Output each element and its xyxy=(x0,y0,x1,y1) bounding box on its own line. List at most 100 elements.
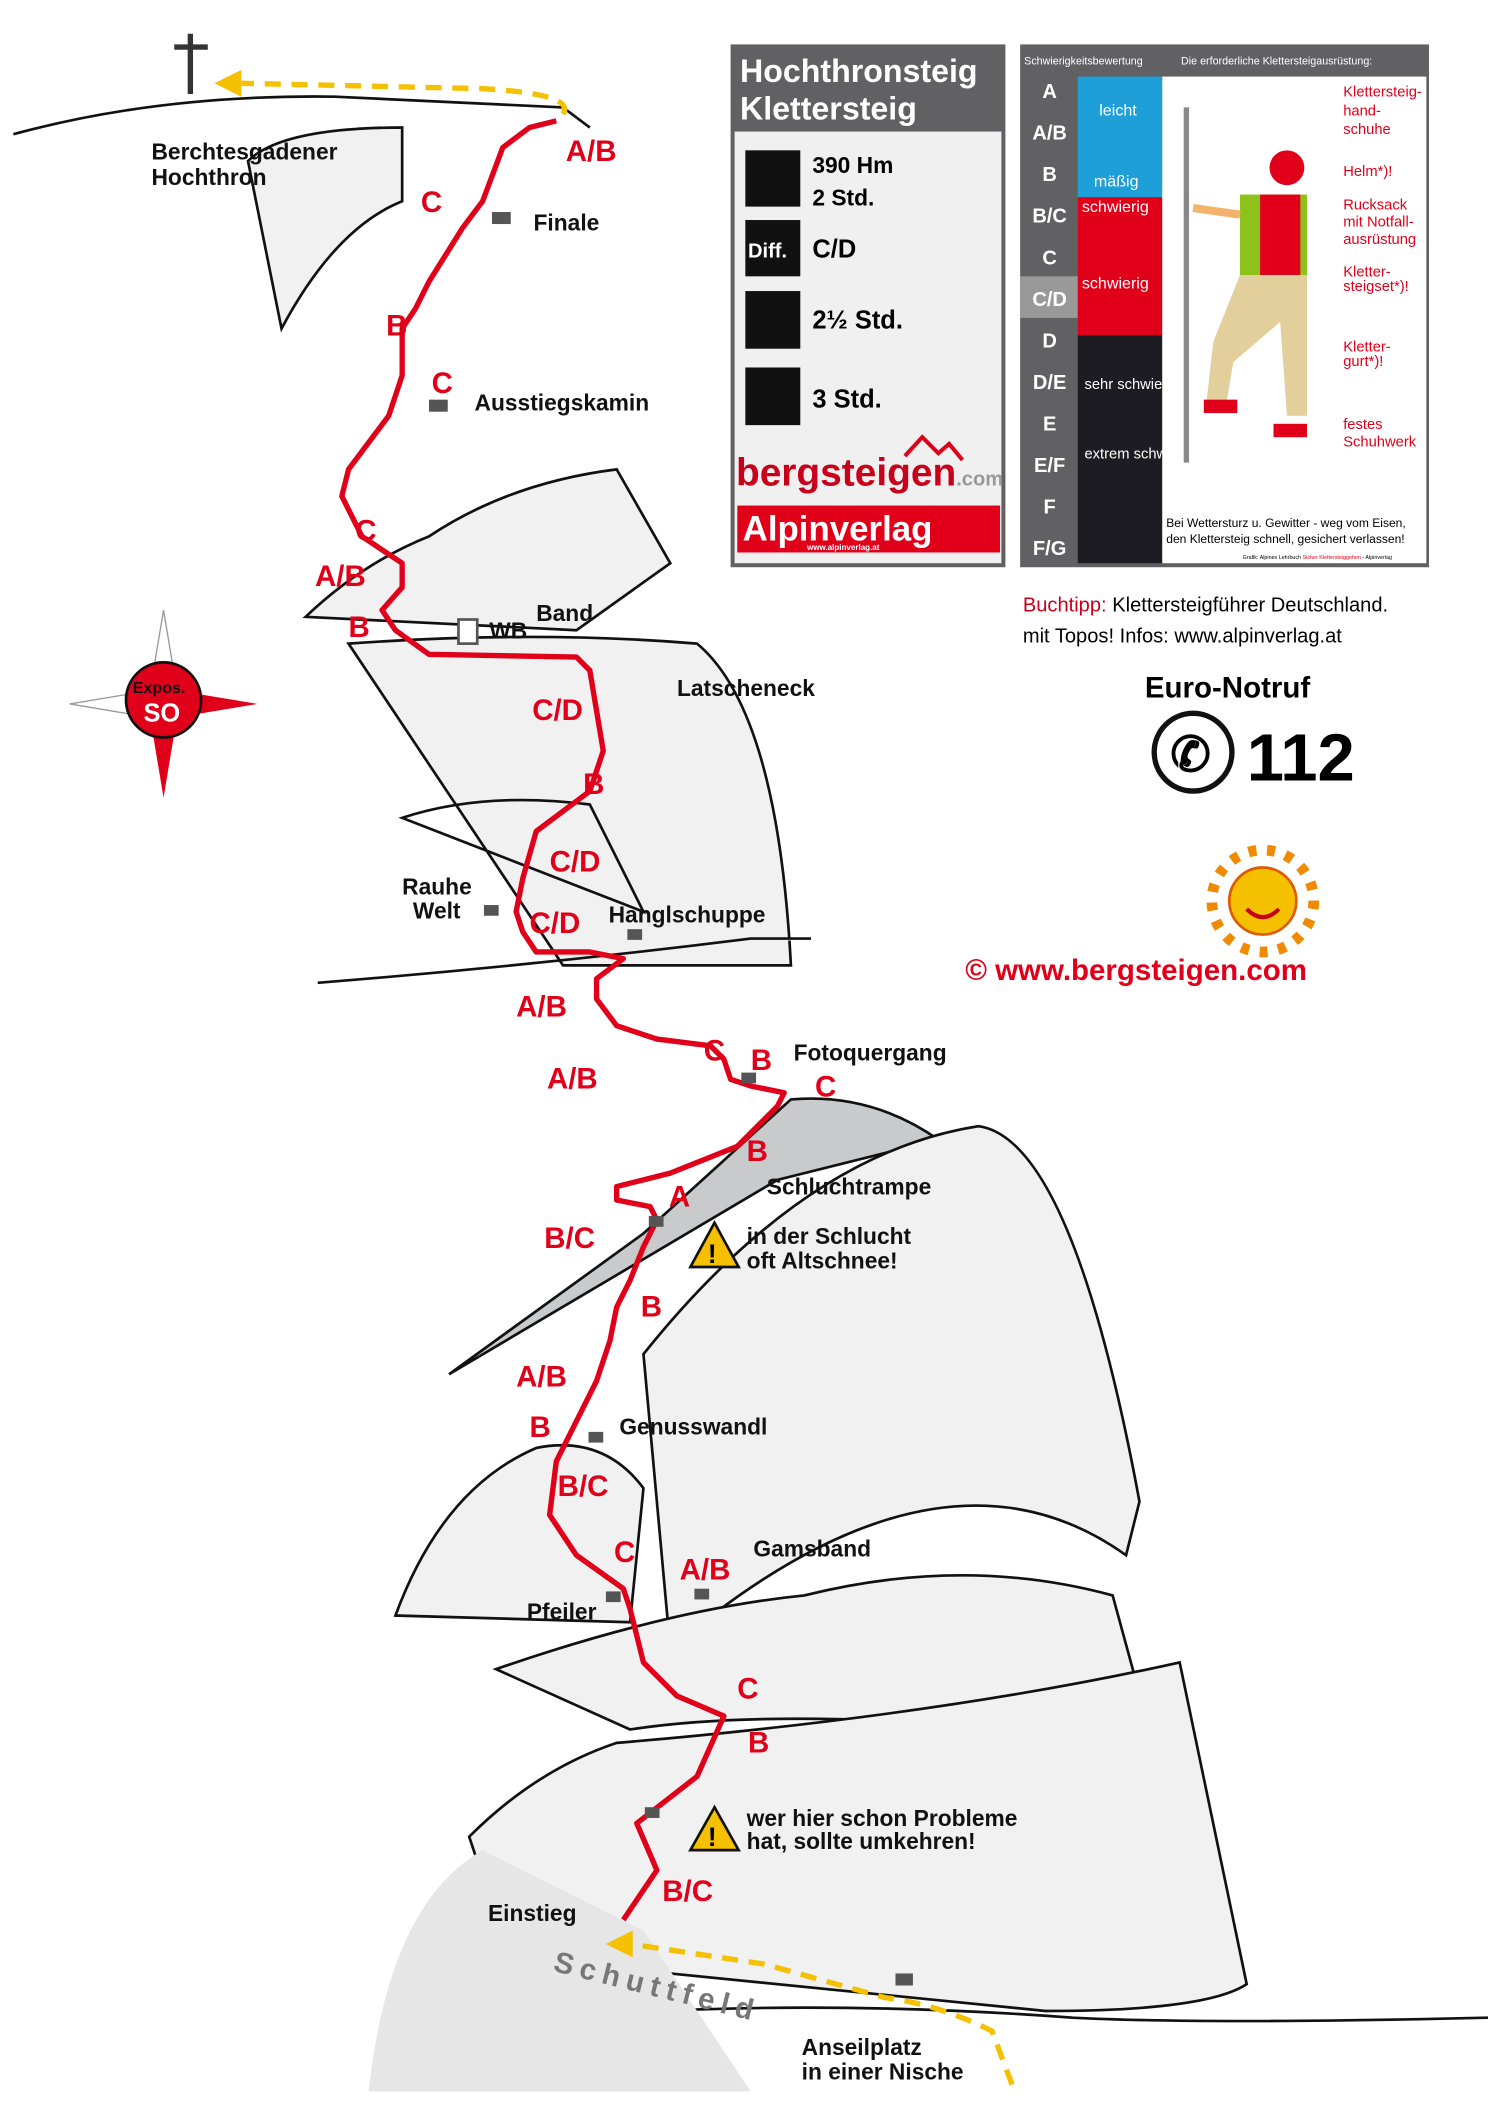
equipment-label: Helm*)! xyxy=(1343,164,1392,180)
level-label: schwierig xyxy=(1082,198,1149,216)
place-label: hat, sollte umkehren! xyxy=(747,1828,976,1854)
difficulty-legend: Schwierigkeitsbewertung Die erforderlich… xyxy=(1020,44,1430,568)
alpinverlag-text: Alpinverlag xyxy=(743,509,933,548)
equipment-label: gurt*)! xyxy=(1343,354,1383,370)
place-label: oft Altschnee! xyxy=(747,1247,898,1273)
sun-icon xyxy=(1206,844,1320,958)
place-label: WB xyxy=(489,617,527,643)
grade-scale-item: A/B xyxy=(1032,123,1067,145)
equipment-label: hand- xyxy=(1343,103,1381,119)
climbing-route xyxy=(339,118,787,1922)
compass-direction: SO xyxy=(143,699,180,727)
grade-label: A/B xyxy=(547,1063,598,1096)
warning-icon: ! xyxy=(688,1219,741,1269)
route-title: Klettersteig xyxy=(740,90,917,126)
grade-label: B/C xyxy=(558,1470,609,1503)
equipment-label: festes xyxy=(1343,417,1382,433)
grade-label: C xyxy=(815,1071,836,1104)
grade-label: A xyxy=(669,1181,690,1214)
ascent-time: 2 Std. xyxy=(812,184,874,210)
place-label: Finale xyxy=(534,210,600,236)
grade-label: A/B xyxy=(680,1553,731,1586)
grade-label: C xyxy=(704,1035,725,1068)
place-label: wer hier schon Probleme xyxy=(746,1805,1018,1831)
approach-path xyxy=(629,1941,1015,2086)
grade-label: B xyxy=(349,611,370,644)
equipment-label: Klettersteig- xyxy=(1343,85,1422,101)
compass-label: Expos. xyxy=(133,679,186,697)
place-label: Hochthron xyxy=(151,164,266,190)
legend-header: Die erforderliche Klettersteigausrüstung… xyxy=(1181,56,1372,68)
grade-label: C xyxy=(614,1536,635,1569)
legend-header: Schwierigkeitsbewertung xyxy=(1024,56,1143,68)
descent-icon xyxy=(745,367,801,426)
grade-label: B xyxy=(751,1044,772,1077)
alpinverlag-url: www.alpinverlag.at xyxy=(806,543,880,552)
difficulty-icon xyxy=(745,220,801,277)
equipment-label: ausrüstung xyxy=(1343,232,1416,248)
grade-label: C/D xyxy=(530,907,581,940)
grade-label: B xyxy=(641,1291,662,1324)
summit-cross-icon xyxy=(174,33,208,95)
grade-label: C xyxy=(421,186,442,219)
svg-text:!: ! xyxy=(708,1239,717,1269)
diff-label: Diff. xyxy=(748,241,787,263)
level-label: schwierig xyxy=(1082,274,1149,292)
place-label: Ausstiegskamin xyxy=(475,389,650,415)
grade-label: B xyxy=(530,1411,551,1444)
difficulty-value: C/D xyxy=(812,236,856,264)
weather-warning: den Klettersteig schnell, gesichert verl… xyxy=(1166,532,1404,546)
equipment-label: Schuhwerk xyxy=(1343,435,1417,451)
place-label: Genusswandl xyxy=(619,1414,767,1440)
grade-label: C xyxy=(432,367,453,400)
equipment-label: steigset*)! xyxy=(1343,279,1409,295)
grade-label: C xyxy=(355,514,376,547)
alpinverlag-logo xyxy=(737,505,1001,553)
approach-time: 2½ Std. xyxy=(812,307,903,335)
book-tip: Buchtipp: Klettersteigführer Deutschland… xyxy=(1023,594,1388,616)
place-label: Gamsband xyxy=(753,1536,871,1562)
equipment-label: Rucksack xyxy=(1343,197,1407,213)
book-tip-line2: mit Topos! Infos: www.alpinverlag.at xyxy=(1023,625,1342,647)
winter-room-icon xyxy=(457,618,479,645)
grade-label: B xyxy=(386,309,407,342)
descent-time: 3 Std. xyxy=(812,386,881,414)
weather-warning: Bei Wettersturz u. Gewitter - weg vom Ei… xyxy=(1166,516,1405,530)
grade-scale-item: C/D xyxy=(1032,289,1067,311)
equipment-label: Kletter- xyxy=(1343,339,1391,355)
ascent-value: 390 Hm xyxy=(812,152,893,178)
emergency-title: Euro-Notruf xyxy=(1145,671,1311,704)
grade-scale-item: D xyxy=(1042,330,1057,352)
grade-label: A/B xyxy=(516,1360,567,1393)
route-title: Hochthronsteig xyxy=(740,53,978,89)
grade-label: B/C xyxy=(544,1222,595,1255)
grade-label: B xyxy=(747,1135,768,1168)
place-label: Welt xyxy=(413,897,461,923)
arrow-left-icon xyxy=(605,1930,633,1958)
grade-scale-item: B/C xyxy=(1032,206,1067,228)
grade-label: A/B xyxy=(516,990,567,1023)
place-label: Einstieg xyxy=(488,1900,577,1926)
copyright[interactable]: © www.bergsteigen.com xyxy=(965,954,1307,987)
grade-scale-item: E/F xyxy=(1034,455,1065,477)
level-label: leicht xyxy=(1099,101,1137,119)
arrow-left-icon xyxy=(214,69,242,97)
equipment-label: Kletter- xyxy=(1343,264,1391,280)
level-label: mäßig xyxy=(1094,173,1139,191)
grade-label: B xyxy=(748,1726,769,1759)
equipment-label: mit Notfall- xyxy=(1343,215,1413,231)
graphic-credit: Grafik: Alpines Lehrbuch Sicher Kletters… xyxy=(1243,555,1392,561)
bergsteigen-logo: bergsteigen.com xyxy=(736,451,1003,494)
grade-label: B xyxy=(583,768,604,801)
place-label: Schluchtrampe xyxy=(767,1174,931,1200)
place-label: Band xyxy=(536,600,593,626)
mountain-logo-icon xyxy=(903,434,965,462)
ascent-icon xyxy=(745,150,801,207)
emergency-number: 112 xyxy=(1247,720,1355,795)
place-label: Anseilplatz xyxy=(802,2034,922,2060)
grade-label: A/B xyxy=(315,560,366,593)
grade-label: C/D xyxy=(550,846,601,879)
phone-icon: ✆ xyxy=(1151,710,1235,794)
place-label: Latscheneck xyxy=(677,675,815,701)
